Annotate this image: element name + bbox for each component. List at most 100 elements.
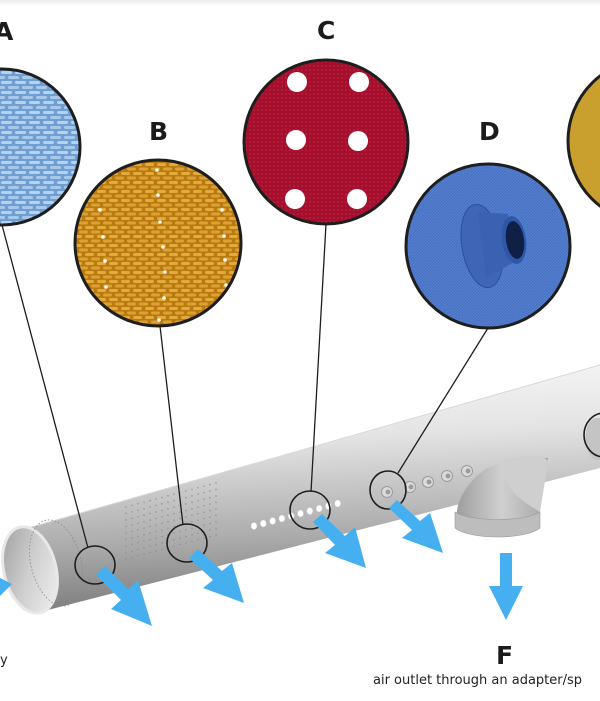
micro-hole bbox=[125, 506, 127, 508]
micro-hole bbox=[143, 547, 145, 549]
micro-hole bbox=[209, 503, 211, 505]
micro-hole bbox=[161, 542, 163, 544]
micro-hole bbox=[143, 514, 145, 516]
swatch-B bbox=[73, 158, 243, 328]
micro-hole bbox=[155, 537, 157, 539]
micro-hole bbox=[197, 500, 199, 502]
micro-hole bbox=[209, 509, 211, 512]
marker-E bbox=[583, 412, 600, 458]
micro-hole bbox=[197, 487, 199, 489]
micro-hole bbox=[203, 485, 205, 487]
label-B: B bbox=[149, 117, 168, 146]
micro-hole bbox=[191, 527, 193, 530]
micro-hole bbox=[179, 537, 181, 539]
micro-hole bbox=[173, 532, 175, 534]
micro-hole bbox=[185, 509, 187, 512]
micro-hole bbox=[149, 545, 151, 547]
micro-hole bbox=[155, 168, 159, 172]
micro-hole bbox=[191, 488, 193, 491]
micro-hole bbox=[185, 516, 187, 518]
perforation-hole bbox=[297, 509, 304, 518]
micro-hole bbox=[215, 482, 217, 484]
micro-hole bbox=[197, 532, 199, 534]
micro-hole bbox=[149, 506, 151, 508]
swatch-A bbox=[0, 67, 82, 227]
micro-hole bbox=[209, 522, 211, 525]
arrow-B bbox=[189, 549, 244, 603]
micro-hole bbox=[191, 501, 193, 504]
micro-hole bbox=[155, 543, 157, 546]
micro-hole bbox=[149, 538, 151, 541]
micro-hole bbox=[185, 542, 187, 544]
micro-hole bbox=[167, 514, 169, 516]
micro-hole bbox=[137, 548, 139, 550]
micro-hole bbox=[167, 527, 169, 529]
micro-hole bbox=[125, 551, 127, 554]
micro-hole bbox=[125, 525, 127, 528]
micro-hole bbox=[161, 548, 163, 551]
micro-hole bbox=[131, 543, 133, 546]
micro-hole bbox=[157, 318, 161, 322]
micro-hole bbox=[203, 492, 205, 494]
micro-hole bbox=[125, 538, 127, 541]
micro-hole bbox=[131, 504, 133, 507]
micro-hole bbox=[173, 539, 175, 541]
marker-B bbox=[166, 523, 208, 563]
micro-hole bbox=[173, 506, 175, 508]
micro-hole bbox=[149, 551, 151, 554]
micro-hole bbox=[215, 514, 217, 517]
micro-hole bbox=[173, 500, 175, 502]
micro-hole bbox=[143, 521, 145, 523]
micro-hole bbox=[98, 208, 102, 212]
micro-hole bbox=[131, 517, 133, 520]
micro-hole bbox=[161, 509, 163, 512]
arrow-open-end bbox=[0, 578, 12, 596]
micro-hole bbox=[167, 501, 169, 503]
micro-hole bbox=[197, 519, 199, 521]
perforation-hole bbox=[278, 514, 286, 523]
micro-hole bbox=[173, 519, 175, 521]
caption-left-partial: y bbox=[0, 653, 8, 668]
micro-hole bbox=[197, 506, 199, 508]
micro-hole bbox=[156, 193, 160, 197]
micro-hole bbox=[191, 534, 193, 536]
micro-hole bbox=[158, 220, 162, 224]
micro-hole bbox=[203, 537, 205, 539]
callout-markers bbox=[74, 412, 600, 585]
micro-hole bbox=[155, 504, 157, 507]
micro-hole bbox=[191, 514, 193, 517]
micro-hole bbox=[143, 540, 145, 542]
micro-hole bbox=[161, 522, 163, 525]
marker-C bbox=[289, 490, 331, 530]
micro-hole bbox=[104, 285, 108, 289]
micro-hole bbox=[179, 543, 181, 546]
leader-B bbox=[159, 325, 184, 526]
micro-hole bbox=[197, 493, 199, 495]
perforation-hole bbox=[269, 517, 276, 525]
duct-open-end bbox=[1, 525, 59, 615]
micro-hole bbox=[173, 545, 175, 547]
micro-hole bbox=[173, 493, 175, 495]
micro-hole bbox=[215, 488, 217, 491]
micro-hole bbox=[203, 511, 205, 513]
micro-hole bbox=[161, 245, 165, 249]
leader-lines bbox=[1, 223, 489, 549]
perforation-hole bbox=[306, 507, 314, 515]
micro-hole bbox=[203, 524, 205, 526]
micro-hole bbox=[143, 527, 145, 529]
duct-seam bbox=[29, 519, 83, 607]
micro-hole bbox=[161, 529, 163, 531]
leader-A bbox=[1, 224, 89, 549]
micro-hole bbox=[137, 542, 139, 544]
micro-hole bbox=[223, 258, 227, 262]
micro-hole bbox=[163, 270, 167, 274]
micro-hole bbox=[209, 483, 211, 486]
perforation-hole bbox=[260, 519, 267, 528]
micro-hole bbox=[185, 529, 187, 531]
micro-hole bbox=[101, 235, 105, 239]
micro-hole bbox=[203, 518, 205, 520]
micro-hole bbox=[143, 553, 145, 555]
top-shadow-band bbox=[0, 0, 600, 6]
marker-D bbox=[369, 470, 407, 510]
